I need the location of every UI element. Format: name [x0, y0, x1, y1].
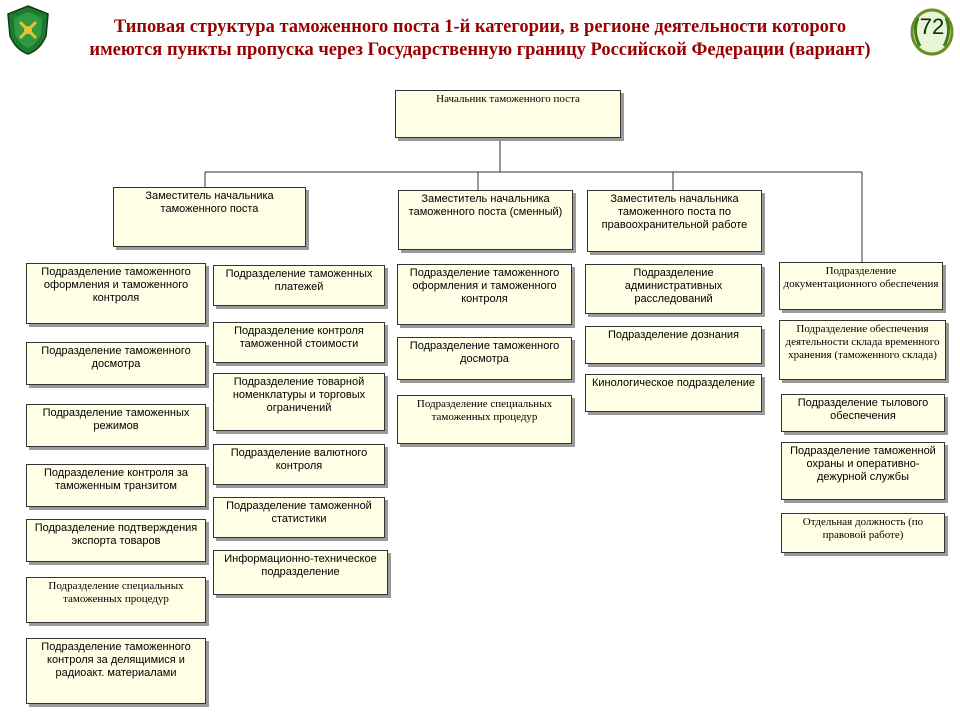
post-chief-label: Начальник таможенного поста: [436, 93, 580, 105]
deputy-chief-box: Заместитель начальника таможенного поста: [113, 187, 306, 247]
c2-unit-box: Подразделение товарной номенклатуры и то…: [213, 373, 385, 431]
c2-unit-box: Подразделение таможенных платежей: [213, 265, 385, 306]
c1-unit-box: Подразделение таможенного оформления и т…: [26, 263, 206, 324]
c5-unit-label: Подразделение обеспечения деятельности с…: [785, 323, 940, 361]
deputy-chief-label: Заместитель начальника таможенного поста: [145, 190, 274, 215]
c2-unit-label: Подразделение товарной номенклатуры и то…: [232, 376, 366, 414]
c3-unit-label: Подразделение специальных таможенных про…: [416, 398, 553, 423]
c1-unit-box: Подразделение таможенных режимов: [26, 404, 206, 447]
c2-unit-box: Подразделение валютного контроля: [213, 444, 385, 485]
c1-unit-box: Подразделение подтверждения экспорта тов…: [26, 519, 206, 562]
customs-wreath-emblem-icon: [910, 8, 954, 56]
c4-unit-box: Подразделение административных расследов…: [585, 264, 762, 314]
c1-unit-label: Подразделение подтверждения экспорта тов…: [34, 522, 198, 547]
c4-unit-label: Подразделение административных расследов…: [624, 267, 723, 305]
deputy-chief-shift-box: Заместитель начальника таможенного поста…: [398, 190, 573, 250]
c5-unit-box: Подразделение документационного обеспече…: [779, 262, 943, 310]
c3-unit-box: Подразделение таможенного оформления и т…: [397, 264, 572, 325]
c2-unit-label: Информационно-техническое подразделение: [224, 553, 377, 578]
c1-unit-label: Подразделение таможенного контроля за де…: [41, 641, 191, 679]
deputy-chief-shift-label: Заместитель начальника таможенного поста…: [408, 193, 563, 218]
c1-unit-label: Подразделение контроля за таможенным тра…: [44, 467, 188, 492]
c4-unit-label: Подразделение дознания: [607, 329, 740, 341]
c2-unit-box: Информационно-техническое подразделение: [213, 550, 388, 595]
c5-unit-label: Подразделение документационного обеспече…: [783, 265, 939, 290]
c1-unit-label: Подразделение специальных таможенных про…: [48, 580, 184, 605]
c1-unit-box: Подразделение контроля за таможенным тра…: [26, 464, 206, 507]
c3-unit-box: Подразделение специальных таможенных про…: [397, 395, 572, 444]
c4-unit-box: Кинологическое подразделение: [585, 374, 762, 412]
c2-unit-label: Подразделение таможенных платежей: [225, 268, 373, 293]
c3-unit-label: Подразделение таможенного досмотра: [409, 340, 560, 365]
c3-unit-box: Подразделение таможенного досмотра: [397, 337, 572, 380]
c4-unit-label: Кинологическое подразделение: [591, 377, 756, 389]
customs-emblem-icon: [7, 5, 49, 55]
c1-unit-box: Подразделение таможенного досмотра: [26, 342, 206, 385]
c5-unit-box: Подразделение обеспечения деятельности с…: [779, 320, 946, 380]
c5-unit-box: Подразделение таможенной охраны и операт…: [781, 442, 945, 500]
deputy-chief-law-box: Заместитель начальника таможенного поста…: [587, 190, 762, 252]
post-chief-box: Начальник таможенного поста: [395, 90, 621, 138]
c5-unit-label: Подразделение тылового обеспечения: [797, 397, 929, 422]
c4-unit-box: Подразделение дознания: [585, 326, 762, 364]
title-line-1: Типовая структура таможенного поста 1-й …: [113, 17, 847, 37]
c1-unit-label: Подразделение таможенного досмотра: [41, 345, 191, 370]
c3-unit-label: Подразделение таможенного оформления и т…: [409, 267, 560, 305]
c5-unit-label: Подразделение таможенной охраны и операт…: [790, 445, 936, 483]
c5-unit-box: Подразделение тылового обеспечения: [781, 394, 945, 432]
c2-unit-box: Подразделение таможенной статистики: [213, 497, 385, 538]
deputy-chief-law-label: Заместитель начальника таможенного поста…: [601, 193, 748, 231]
c2-unit-label: Подразделение валютного контроля: [230, 447, 368, 472]
c2-unit-label: Подразделение таможенной статистики: [226, 500, 372, 525]
slide-number: 72: [919, 14, 945, 39]
c2-unit-box: Подразделение контроля таможенной стоимо…: [213, 322, 385, 363]
slide-title: Типовая структура таможенного поста 1-й …: [40, 16, 920, 62]
c5-unit-box: Отдельная должность (по правовой работе): [781, 513, 945, 553]
c1-unit-label: Подразделение таможенного оформления и т…: [41, 266, 191, 304]
c1-unit-label: Подразделение таможенных режимов: [42, 407, 190, 432]
title-line-2: имеются пункты пропуска через Государств…: [89, 40, 871, 60]
c5-unit-label: Отдельная должность (по правовой работе): [802, 516, 924, 541]
c2-unit-label: Подразделение контроля таможенной стоимо…: [234, 325, 364, 350]
c1-unit-box: Подразделение таможенного контроля за де…: [26, 638, 206, 704]
c1-unit-box: Подразделение специальных таможенных про…: [26, 577, 206, 623]
